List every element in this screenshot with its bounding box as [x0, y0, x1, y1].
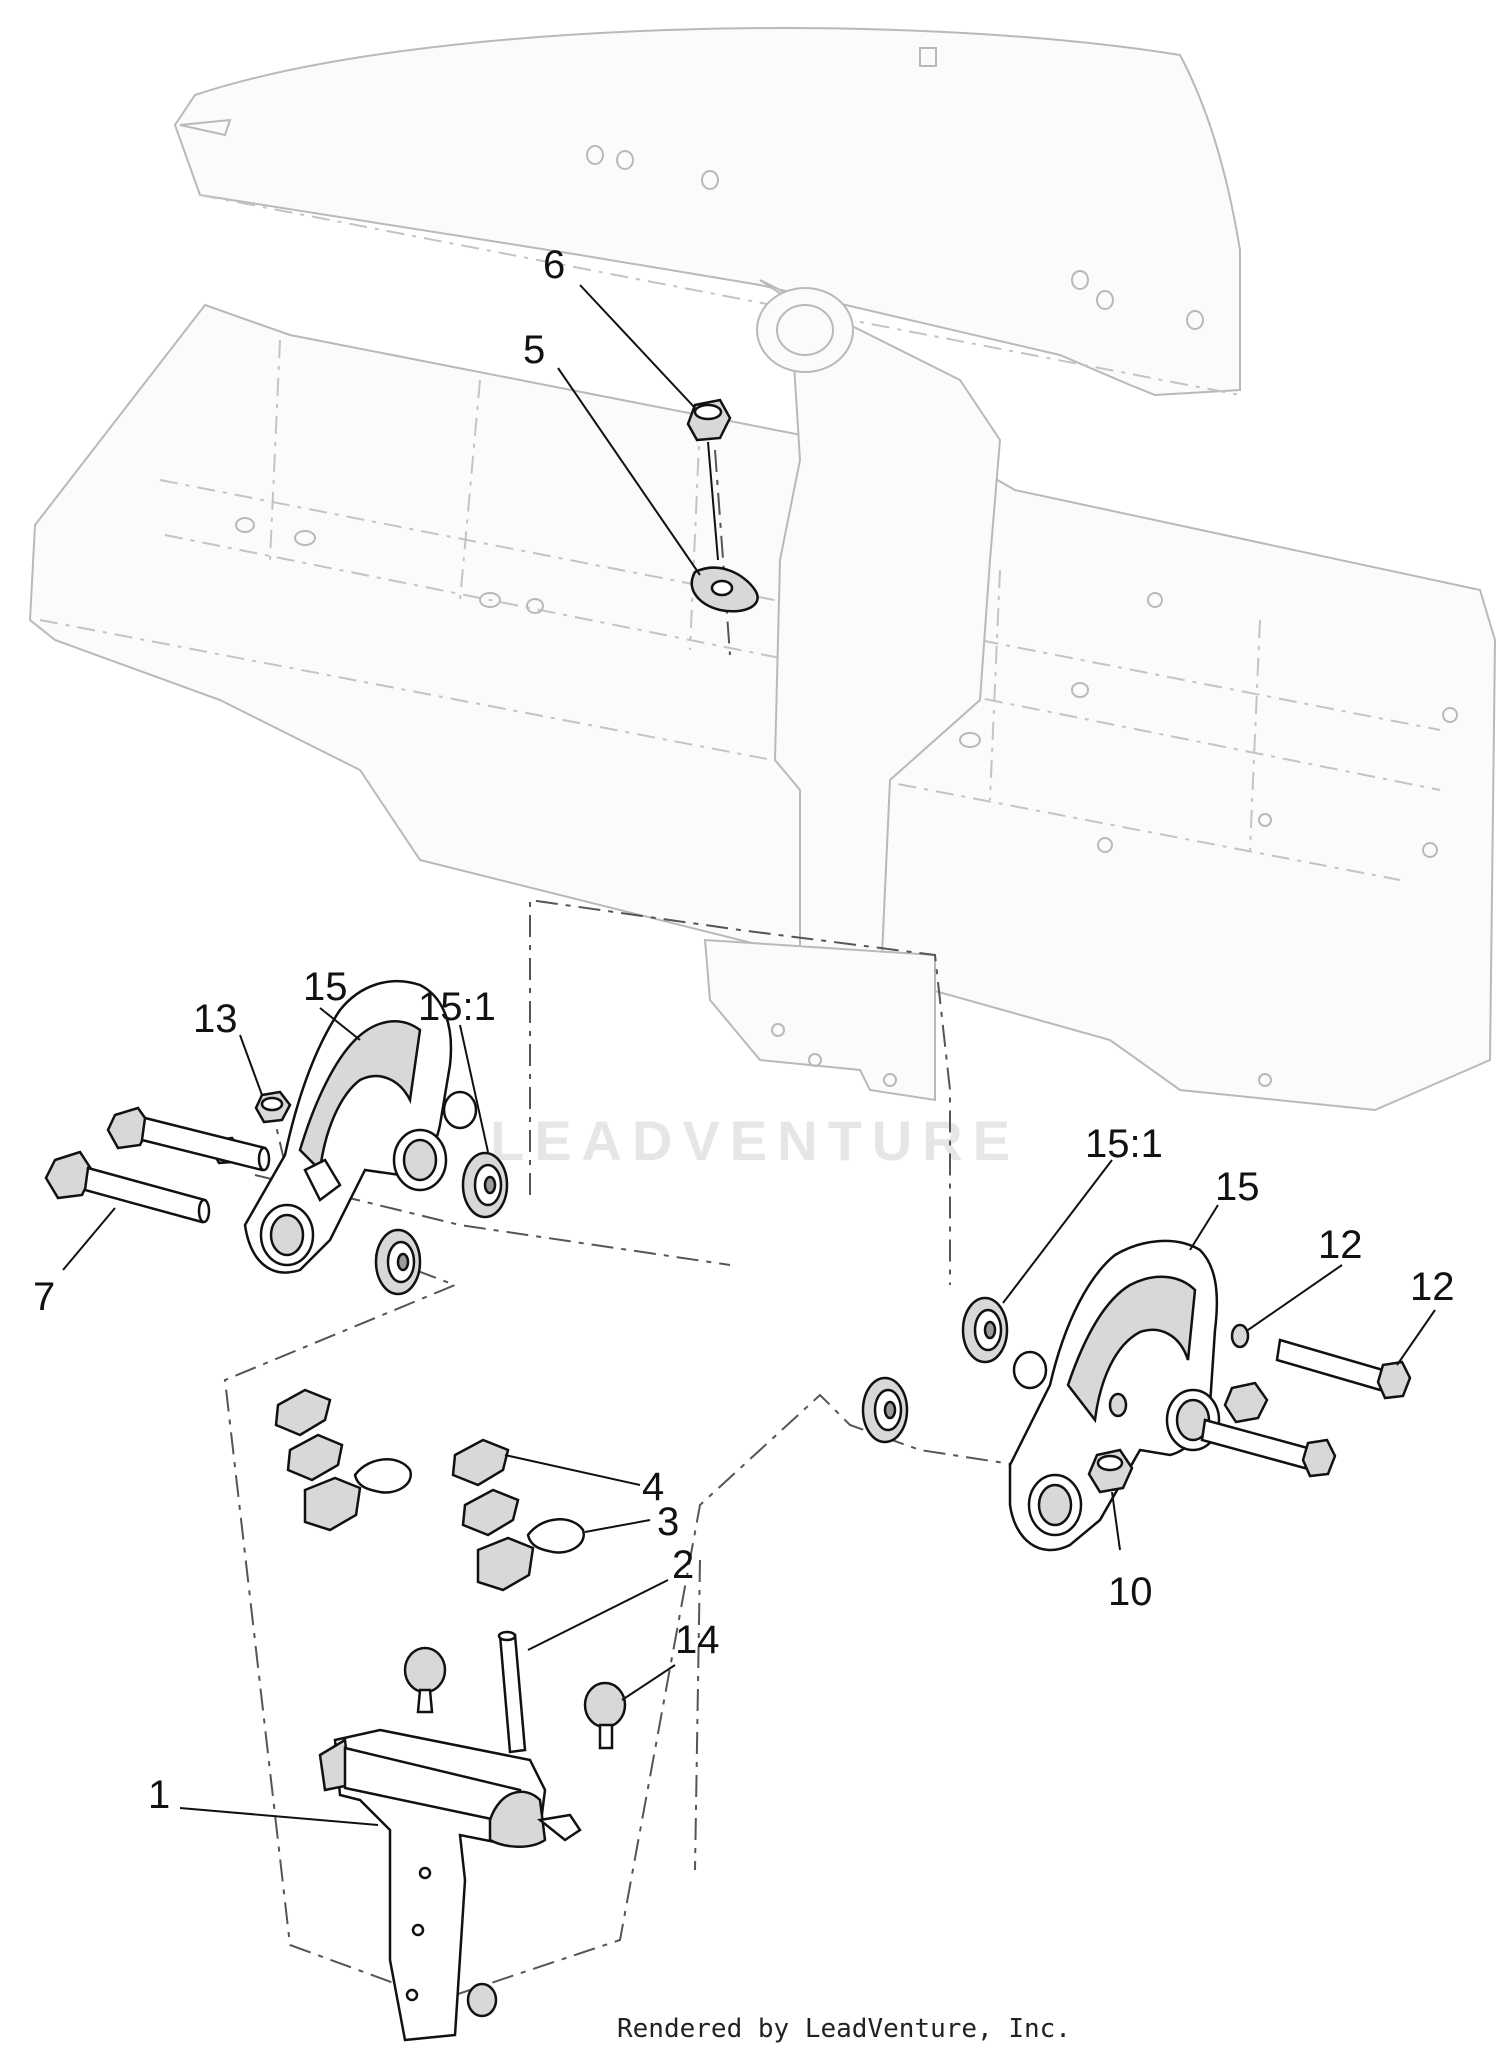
callout-11: 12: [1410, 1265, 1455, 1309]
callout-5: 5: [523, 328, 545, 372]
part-11-bolt-upper[interactable]: [1275, 1338, 1412, 1400]
part-4-guide-block-right[interactable]: [451, 1438, 520, 1537]
leadventure-watermark: LEADVENTURE: [490, 1109, 1020, 1172]
part-15-1-bearing-left-lower[interactable]: [374, 1228, 422, 1296]
callout-1: 1: [148, 1773, 170, 1817]
part-14-bumper-left[interactable]: [403, 1646, 447, 1714]
deck-frame-ghost: [28, 27, 1497, 1112]
callout-7: 7: [33, 1275, 55, 1319]
part-11-bolt-lower[interactable]: [1200, 1418, 1337, 1478]
part-7-bolt-upper[interactable]: [106, 1106, 271, 1172]
callout-4: 4: [642, 1465, 664, 1509]
part-15-idler-arm-left[interactable]: [243, 980, 478, 1274]
part-12-washer[interactable]: [1108, 1323, 1250, 1418]
part-5-plate[interactable]: [690, 566, 759, 613]
render-credit: Rendered by LeadVenture, Inc.: [617, 2014, 1071, 2044]
callout-14: 14: [675, 1618, 720, 1662]
callout-6: 6: [543, 243, 565, 287]
part-15-1-bearing-right-lower[interactable]: [861, 1376, 909, 1444]
frame-holes: [235, 145, 1458, 1087]
callout-15-right: 15: [1215, 1165, 1260, 1209]
leader-lines: [62, 284, 1436, 1826]
part-15-1-bearing-right-upper[interactable]: [961, 1296, 1009, 1364]
part-3-clip-left[interactable]: [303, 1458, 412, 1532]
callout-13: 13: [193, 997, 238, 1041]
callout-12: 12: [1318, 1223, 1363, 1267]
part-4-guide-block-left[interactable]: [274, 1388, 344, 1482]
part-6-nut[interactable]: [686, 398, 732, 442]
part-2-pin[interactable]: [497, 1630, 527, 1754]
callout-2: 2: [672, 1543, 694, 1587]
callout-15-left: 15: [303, 965, 348, 1009]
part-10-nut[interactable]: [1087, 1381, 1269, 1494]
part-15-1-bearing-left-upper[interactable]: [461, 1151, 509, 1219]
part-3-clip-right[interactable]: [476, 1518, 585, 1592]
callout-15-1-left: 15:1: [418, 985, 496, 1029]
callout-15-1-right: 15:1: [1085, 1122, 1163, 1166]
callout-10: 10: [1108, 1570, 1153, 1614]
callout-3: 3: [657, 1500, 679, 1544]
part-14-bumper-right[interactable]: [583, 1681, 627, 1750]
part-7-bolt-lower[interactable]: [44, 1150, 211, 1224]
callouts: 6 5 13 15 15:1 7 15:1 15 12 12 10 4 3 2 …: [33, 243, 1455, 1817]
part-1-mount-bracket[interactable]: [318, 1728, 582, 2042]
